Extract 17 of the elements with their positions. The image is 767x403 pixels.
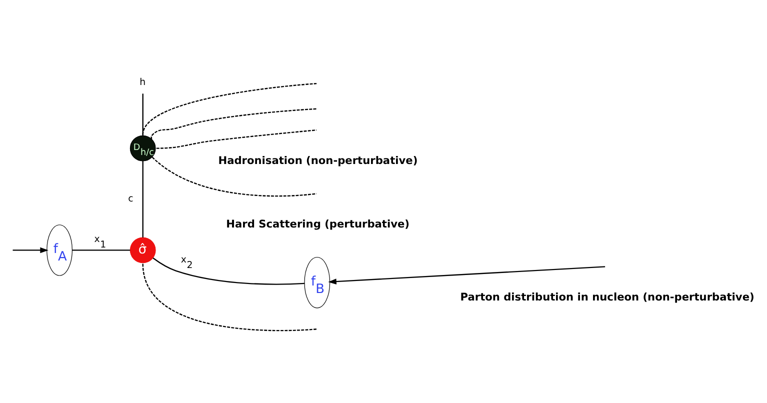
connector: [151, 156, 316, 197]
connector: [142, 264, 316, 332]
label: Parton distribution in nucleon (non-perturbative): [460, 291, 754, 304]
connector: [142, 161, 143, 238]
connector: [142, 82, 316, 135]
connector: [150, 108, 316, 140]
arrow: [12, 247, 48, 254]
label: Hard Scattering (perturbative): [226, 218, 409, 230]
connector: [152, 258, 304, 285]
connector: [156, 129, 316, 149]
arrow: [328, 266, 605, 284]
edge-label: c: [128, 193, 133, 204]
connector: [142, 94, 143, 136]
label: Hadronisation (non-perturbative): [218, 154, 418, 167]
node-circle: σ̂: [129, 237, 156, 264]
node-text: h: [139, 77, 146, 88]
connector: [72, 250, 130, 251]
